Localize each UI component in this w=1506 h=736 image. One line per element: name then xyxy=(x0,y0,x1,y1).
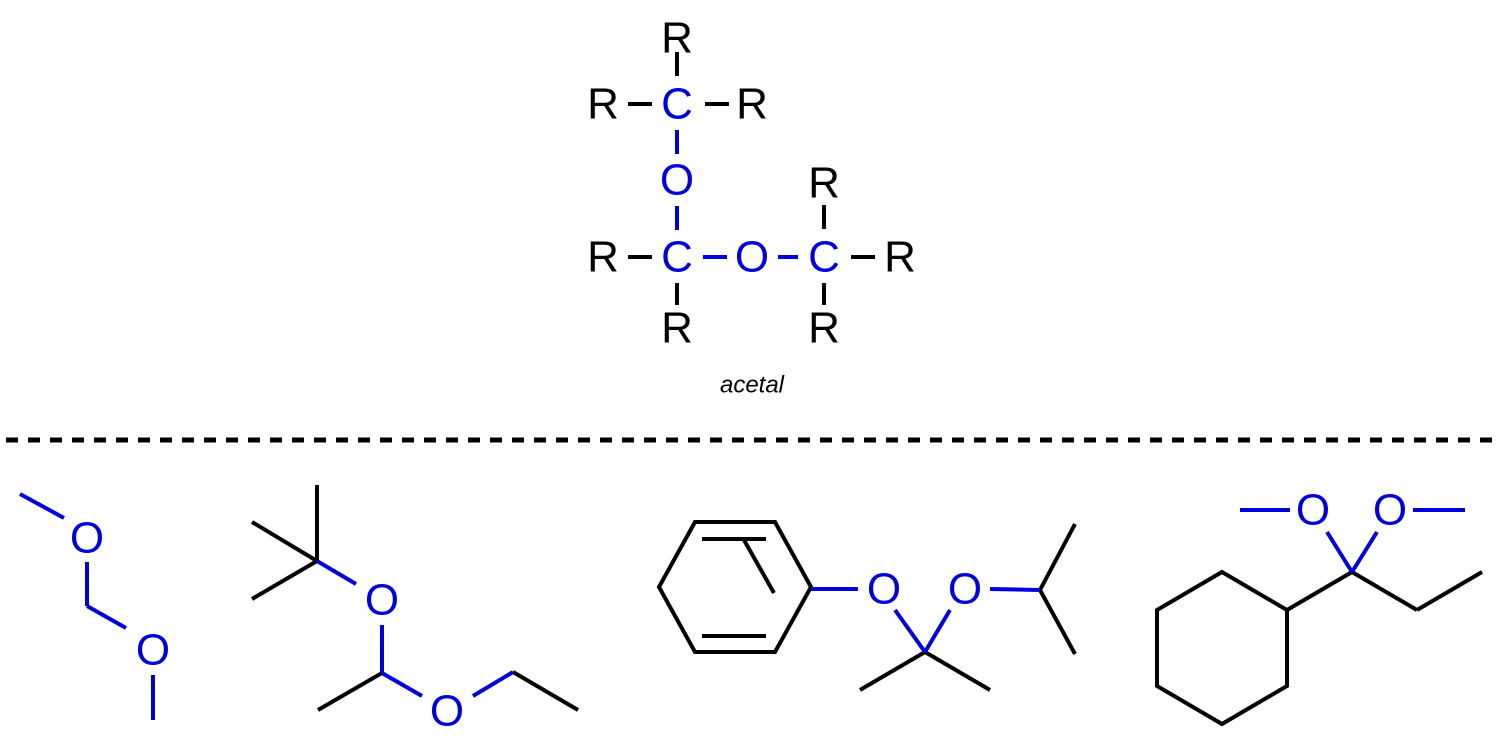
bond xyxy=(250,520,319,563)
ring xyxy=(1155,569,1289,727)
r-label: R xyxy=(587,233,619,282)
r-label: R xyxy=(884,233,916,282)
r-label: R xyxy=(808,159,840,208)
bond xyxy=(1415,570,1484,612)
bond xyxy=(471,670,515,698)
core-bonds xyxy=(1240,508,1465,574)
example-phenyl-isopropyl-ketal: O O xyxy=(656,520,1077,692)
bond xyxy=(1350,530,1379,574)
oxygen-atom: O xyxy=(430,687,464,736)
bond xyxy=(1325,530,1354,574)
carbon-atom: C xyxy=(808,233,840,282)
ring xyxy=(656,520,814,654)
substituent-bonds xyxy=(1285,570,1484,612)
carbon-atom: C xyxy=(661,233,693,282)
bond xyxy=(250,559,319,601)
oxygen-atom: O xyxy=(365,576,399,625)
example-dimethoxymethane: O O xyxy=(19,492,170,720)
bond xyxy=(511,670,580,712)
general-acetal-structure: R R R R R R R R C O C O C acetal xyxy=(587,14,916,399)
oxygen-atom: O xyxy=(136,626,170,675)
bond xyxy=(316,671,384,712)
bond xyxy=(923,650,992,692)
bond xyxy=(1038,523,1077,591)
r-label: R xyxy=(736,80,768,129)
bond xyxy=(1038,589,1077,655)
core-bonds xyxy=(315,559,515,698)
bond xyxy=(1285,570,1354,612)
example-cyclohexyl-dimethyl-ketal: O O xyxy=(1155,486,1484,727)
bond xyxy=(381,671,423,698)
carbon-atom: C xyxy=(661,80,693,129)
oxygen-atom: O xyxy=(867,565,901,614)
bond xyxy=(1350,570,1419,612)
r-label: R xyxy=(808,304,840,353)
core-bonds xyxy=(811,587,1041,654)
oxygen-atom: O xyxy=(70,514,104,563)
r-label: R xyxy=(587,80,619,129)
substituent-bonds xyxy=(628,52,875,305)
oxygen-atom: O xyxy=(735,233,769,282)
core-bonds xyxy=(675,130,798,259)
oxygen-atom: O xyxy=(660,156,694,205)
substituent-bonds xyxy=(858,523,1077,692)
bond xyxy=(86,604,127,630)
double-bond xyxy=(742,539,776,594)
bond xyxy=(923,608,952,654)
r-label: R xyxy=(661,304,693,353)
bond xyxy=(893,608,927,654)
bond xyxy=(858,650,927,692)
bond xyxy=(989,587,1041,592)
structure-caption: acetal xyxy=(720,372,785,399)
example-tbutyl-ethyl-acetal: O O xyxy=(250,485,580,736)
bond xyxy=(315,559,358,586)
oxygen-atom: O xyxy=(1296,486,1330,535)
cyclohexane-ring xyxy=(1155,569,1289,727)
r-label: R xyxy=(661,14,693,63)
oxygen-atom: O xyxy=(1373,486,1407,535)
bond xyxy=(19,492,65,520)
substituent-bonds xyxy=(250,485,580,712)
benzene-ring xyxy=(656,520,814,654)
oxygen-atom: O xyxy=(948,565,982,614)
